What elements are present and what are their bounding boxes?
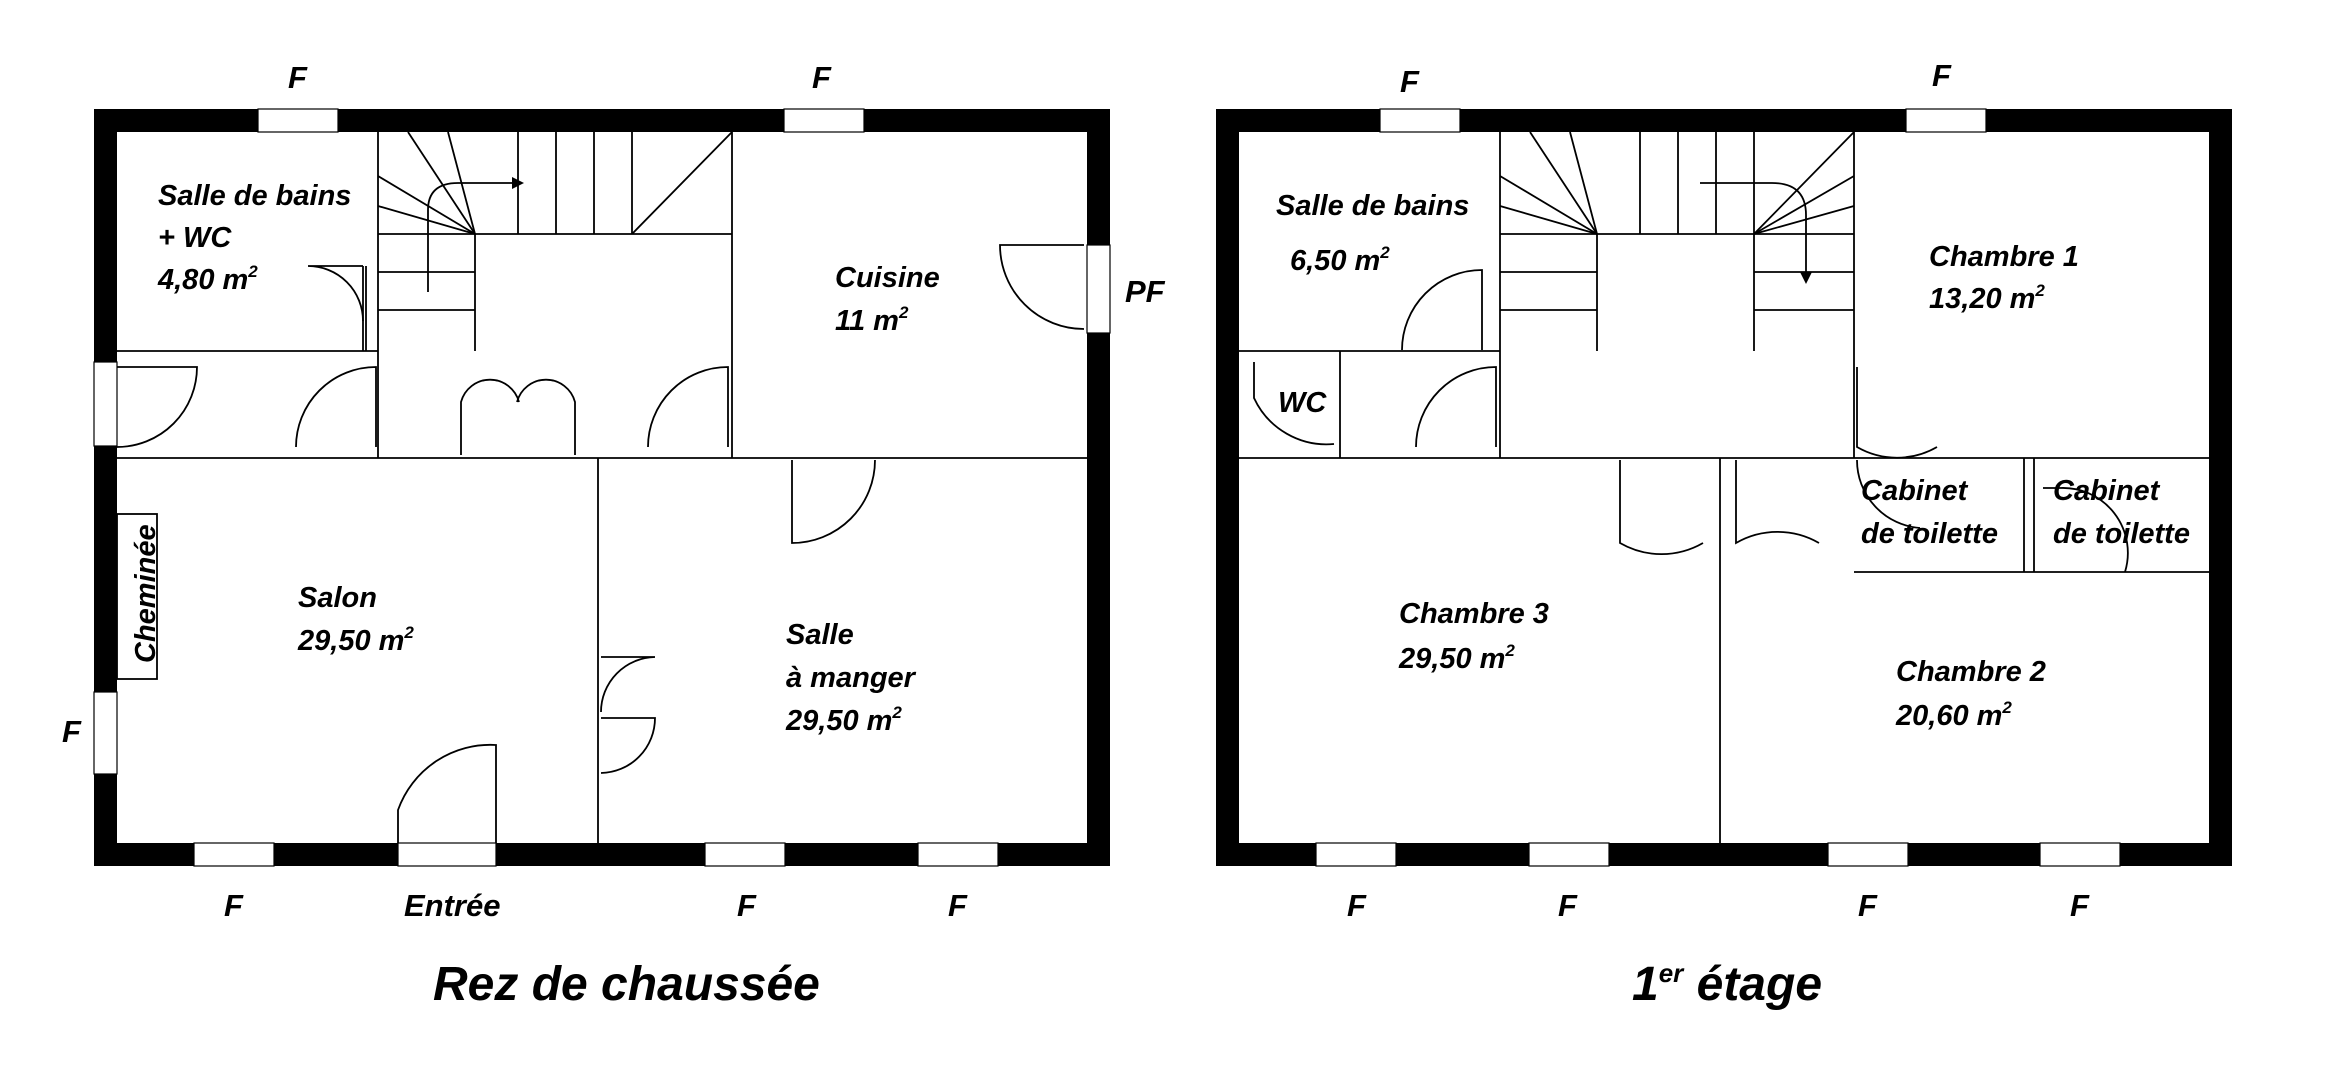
cabinet-a-label-2: de toilette: [1861, 518, 1998, 550]
door: [1856, 367, 1938, 459]
living-room-area: 29,50 m2: [297, 623, 414, 657]
window-mark: F: [1400, 64, 1420, 99]
window-opening: [917, 842, 999, 867]
door: [116, 366, 198, 448]
door: [999, 244, 1085, 330]
bedroom-2-area: 20,60 m2: [1895, 698, 2012, 732]
window-mark: F: [2070, 888, 2090, 923]
cabinet-b-label: Cabinet: [2053, 475, 2161, 507]
first-bathroom-area: 6,50 m2: [1290, 243, 1390, 277]
entrance-opening: [397, 842, 497, 867]
ground-bathroom-area: 4,80 m2: [157, 262, 258, 296]
door: [1856, 459, 1921, 529]
window-mark: F: [1932, 58, 1952, 93]
window-mark: F: [812, 60, 832, 95]
window-opening: [1905, 108, 1987, 133]
ground-floor-plan: Salle de bains + WC 4,80 m2 Cuisine 11 m…: [62, 60, 1166, 1011]
dining-room-label-2: à manger: [786, 662, 917, 694]
fireplace-label: Cheminée: [130, 524, 162, 663]
french-window-opening: [1086, 244, 1111, 334]
window-mark: F: [224, 888, 244, 923]
ground-floor-staircase: [377, 131, 733, 351]
window-opening: [257, 108, 339, 133]
kitchen-area: 11 m2: [835, 303, 909, 337]
entrance-label: Entrée: [404, 888, 500, 923]
door: [1619, 460, 1704, 556]
window-mark: F: [288, 60, 308, 95]
first-bathroom-label: Salle de bains: [1276, 190, 1469, 222]
cabinet-b-label-2: de toilette: [2053, 518, 2190, 550]
fireplace: [116, 513, 158, 680]
door: [600, 717, 656, 774]
cabinet-a-label: Cabinet: [1861, 475, 1969, 507]
door: [600, 656, 656, 713]
kitchen-label: Cuisine: [835, 262, 940, 294]
door: [1415, 366, 1497, 448]
window-mark: F: [737, 888, 757, 923]
ground-floor-doors: [116, 244, 1085, 843]
door: [2043, 487, 2129, 573]
window-opening: [93, 691, 118, 775]
window-opening: [1528, 842, 1610, 867]
ground-floor-title: Rez de chaussée: [433, 958, 820, 1011]
window-mark: F: [948, 888, 968, 923]
dining-room-label: Salle: [786, 619, 854, 651]
door: [1401, 269, 1483, 351]
ground-floor-outer-wall: [94, 109, 1110, 866]
window-opening: [704, 842, 786, 867]
window-opening: [1315, 842, 1397, 867]
first-floor-interior-walls: [1239, 132, 2209, 843]
first-floor-title: 1er étage: [1632, 958, 1822, 1011]
living-room-label: Salon: [298, 582, 377, 614]
bedroom-1-label: Chambre 1: [1929, 241, 2079, 273]
bedroom-3-area: 29,50 m2: [1398, 641, 1515, 675]
door: [1253, 362, 1335, 446]
window-opening: [1379, 108, 1461, 133]
door: [307, 265, 364, 322]
window-opening: [783, 108, 865, 133]
first-floor-doors: [1253, 269, 2129, 573]
window-opening: [193, 842, 275, 867]
window-opening: [1827, 842, 1909, 867]
ground-bathroom-label: Salle de bains: [158, 180, 351, 212]
bedroom-3-label: Chambre 3: [1399, 598, 1549, 630]
first-floor-staircase: [1499, 131, 1855, 351]
door: [295, 366, 377, 448]
wc-label: WC: [1278, 387, 1327, 419]
french-window-mark: PF: [1125, 274, 1166, 309]
dining-room-area: 29,50 m2: [785, 703, 902, 737]
door: [791, 459, 876, 544]
ground-bathroom-wc-label: + WC: [158, 222, 232, 254]
window-mark: F: [1347, 888, 1367, 923]
door: [1735, 460, 1820, 545]
bedroom-1-area: 13,20 m2: [1929, 281, 2045, 315]
bedroom-2-label: Chambre 2: [1896, 656, 2046, 688]
window-opening: [2039, 842, 2121, 867]
window-mark: F: [1558, 888, 1578, 923]
door: [460, 378, 520, 455]
first-floor-plan: Salle de bains 6,50 m2 WC Chambre 1 13,2…: [1216, 58, 2232, 1011]
stair-direction-arrow: [1700, 182, 1812, 284]
stair-direction-arrow: [427, 177, 524, 292]
door: [647, 366, 729, 448]
window-mark: F: [1858, 888, 1878, 923]
entrance-door: [397, 743, 497, 843]
door: [516, 378, 576, 455]
ground-floor-interior-walls: [117, 132, 1087, 843]
window-mark: F: [62, 714, 82, 749]
window-opening: [93, 361, 118, 447]
